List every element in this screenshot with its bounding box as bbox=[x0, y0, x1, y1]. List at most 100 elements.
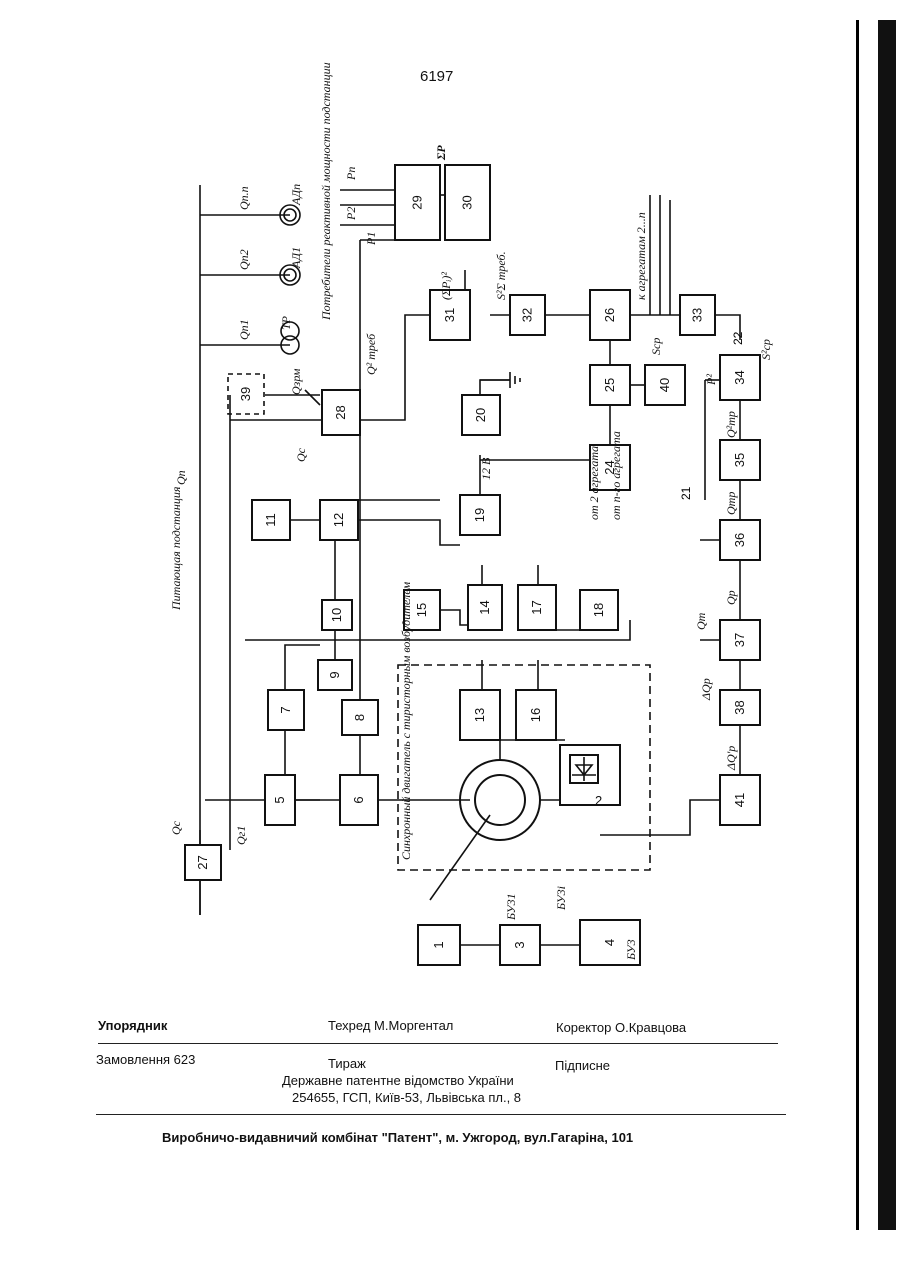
block-7: 7 bbox=[268, 690, 304, 730]
block-number: 15 bbox=[414, 603, 429, 617]
qnn-label: Qп.п bbox=[237, 186, 251, 210]
bu3i-label: БУ3i bbox=[554, 886, 568, 911]
bu3-label: БУ3 bbox=[624, 939, 638, 961]
block-number: 35 bbox=[732, 453, 747, 467]
footer-rule-top bbox=[98, 1043, 778, 1044]
title-label: Питающая подстанция bbox=[169, 486, 183, 611]
block-number: 1 bbox=[431, 941, 446, 948]
compiler-label: Упорядник bbox=[98, 1018, 167, 1033]
block-number: 17 bbox=[529, 600, 544, 614]
block-41: 41 bbox=[720, 775, 760, 825]
footer-rule-bottom bbox=[96, 1114, 786, 1115]
qn2-label: Qп2 bbox=[237, 249, 251, 270]
block-10: 10 bbox=[322, 600, 352, 630]
block-13: 13 bbox=[460, 690, 500, 740]
s-req-label: S²Σ треб. bbox=[494, 251, 508, 300]
block-19: 19 bbox=[460, 495, 500, 535]
techred-label: Техред М.Моргентал bbox=[328, 1018, 453, 1033]
block-6: 6 bbox=[340, 775, 378, 825]
block-number: 25 bbox=[602, 378, 617, 392]
qtp-label: Qтр bbox=[724, 492, 738, 515]
block-number: 37 bbox=[732, 633, 747, 647]
block-number: 40 bbox=[657, 378, 672, 392]
qc2-label: Qc bbox=[294, 447, 308, 462]
block-number: 16 bbox=[528, 708, 543, 722]
q2tp-label: Q²тр bbox=[724, 411, 738, 438]
qc-label: Qc bbox=[169, 820, 183, 835]
from-unitn-label: от n-го агрегата bbox=[609, 431, 623, 520]
qp-label: Qp bbox=[724, 590, 738, 605]
block-number: 31 bbox=[442, 308, 457, 322]
block-number: 12 bbox=[331, 513, 346, 527]
exciter-block: 2 bbox=[560, 745, 620, 808]
block-3: 3 bbox=[500, 925, 540, 965]
block-number: 41 bbox=[732, 793, 747, 807]
block-number: 4 bbox=[602, 939, 617, 946]
block-40: 40 bbox=[645, 365, 685, 405]
block-16: 16 bbox=[516, 690, 556, 740]
block-number: 34 bbox=[732, 370, 747, 384]
block-number: 5 bbox=[272, 796, 287, 803]
v12-label: 12 В bbox=[479, 457, 493, 480]
block-34: 34 bbox=[720, 355, 760, 400]
synchronous-motor bbox=[460, 740, 565, 840]
block-number: 36 bbox=[732, 533, 747, 547]
pn-label: Pп bbox=[344, 167, 358, 181]
office-label: Державне патентне відомство України bbox=[282, 1073, 514, 1088]
qt-label: Qт bbox=[694, 612, 708, 630]
block-number: 32 bbox=[520, 308, 535, 322]
block-number: 28 bbox=[333, 405, 348, 419]
consumer-symbols bbox=[280, 205, 300, 354]
block-12: 12 bbox=[320, 500, 358, 540]
p2-label: P² bbox=[704, 374, 718, 386]
qn-label: Qп bbox=[174, 470, 188, 485]
block-32: 32 bbox=[510, 295, 545, 335]
block-number: 18 bbox=[591, 603, 606, 617]
block-18: 18 bbox=[580, 590, 618, 630]
block-38: 38 bbox=[720, 690, 760, 725]
qg1-label: Qг1 bbox=[234, 826, 248, 845]
block-number: 38 bbox=[732, 700, 747, 714]
corrector-label: Коректор О.Кравцова bbox=[556, 1020, 686, 1035]
adn-label: АДп bbox=[289, 184, 303, 206]
scan-edge-band bbox=[878, 20, 896, 1230]
p-sq-label: (ΣPᵢ)² bbox=[439, 272, 453, 300]
block-number: 7 bbox=[278, 706, 293, 713]
address-label: 254655, ГСП, Київ-53, Львівська пл., 8 bbox=[292, 1090, 521, 1105]
block-39: 39 bbox=[238, 387, 253, 401]
signed-label: Підписне bbox=[555, 1058, 610, 1073]
dqp-label: ΔQp bbox=[699, 678, 713, 701]
block-33: 33 bbox=[680, 295, 715, 335]
qn1-label: Qп1 bbox=[237, 319, 251, 340]
block-25: 25 bbox=[590, 365, 630, 405]
block-30: 30 bbox=[445, 165, 490, 240]
block-5: 5 bbox=[265, 775, 295, 825]
block-number: 33 bbox=[690, 308, 705, 322]
dqp1-label: ΔQ'p bbox=[724, 746, 738, 771]
block-11: 11 bbox=[252, 500, 290, 540]
block-28: 28 bbox=[322, 390, 360, 435]
plant-label: Виробничо-видавничий комбінат "Патент", … bbox=[162, 1130, 633, 1145]
block-number: 13 bbox=[472, 708, 487, 722]
block-number: 29 bbox=[410, 195, 425, 209]
p2i-label: P2 bbox=[344, 207, 358, 221]
block-37: 37 bbox=[720, 620, 760, 660]
sum-p-label: ΣP bbox=[434, 145, 448, 161]
block-number: 3 bbox=[512, 941, 527, 948]
block-35: 35 bbox=[720, 440, 760, 480]
block-number: 11 bbox=[263, 513, 278, 527]
qreq-label: Q² треб bbox=[364, 333, 378, 375]
bu31-label: БУ31 bbox=[504, 893, 518, 921]
motor-label: Синхронный двигатель с тиристорным возбу… bbox=[399, 582, 413, 860]
qzrm-label: Qзрм bbox=[289, 368, 303, 395]
block-number: 39 bbox=[238, 387, 253, 401]
block-number: 10 bbox=[329, 608, 344, 622]
scan-edge-line bbox=[856, 20, 859, 1230]
block-number: 19 bbox=[472, 508, 487, 522]
to-units-label: к агрегатам 2...n bbox=[634, 212, 648, 300]
block-number: 27 bbox=[195, 855, 210, 869]
block-17: 17 bbox=[518, 585, 556, 630]
scp-label: Scp bbox=[649, 338, 663, 355]
p1-label: P1 bbox=[364, 232, 378, 246]
consumers-label: Потребители реактивной мощности подстанц… bbox=[319, 62, 333, 321]
